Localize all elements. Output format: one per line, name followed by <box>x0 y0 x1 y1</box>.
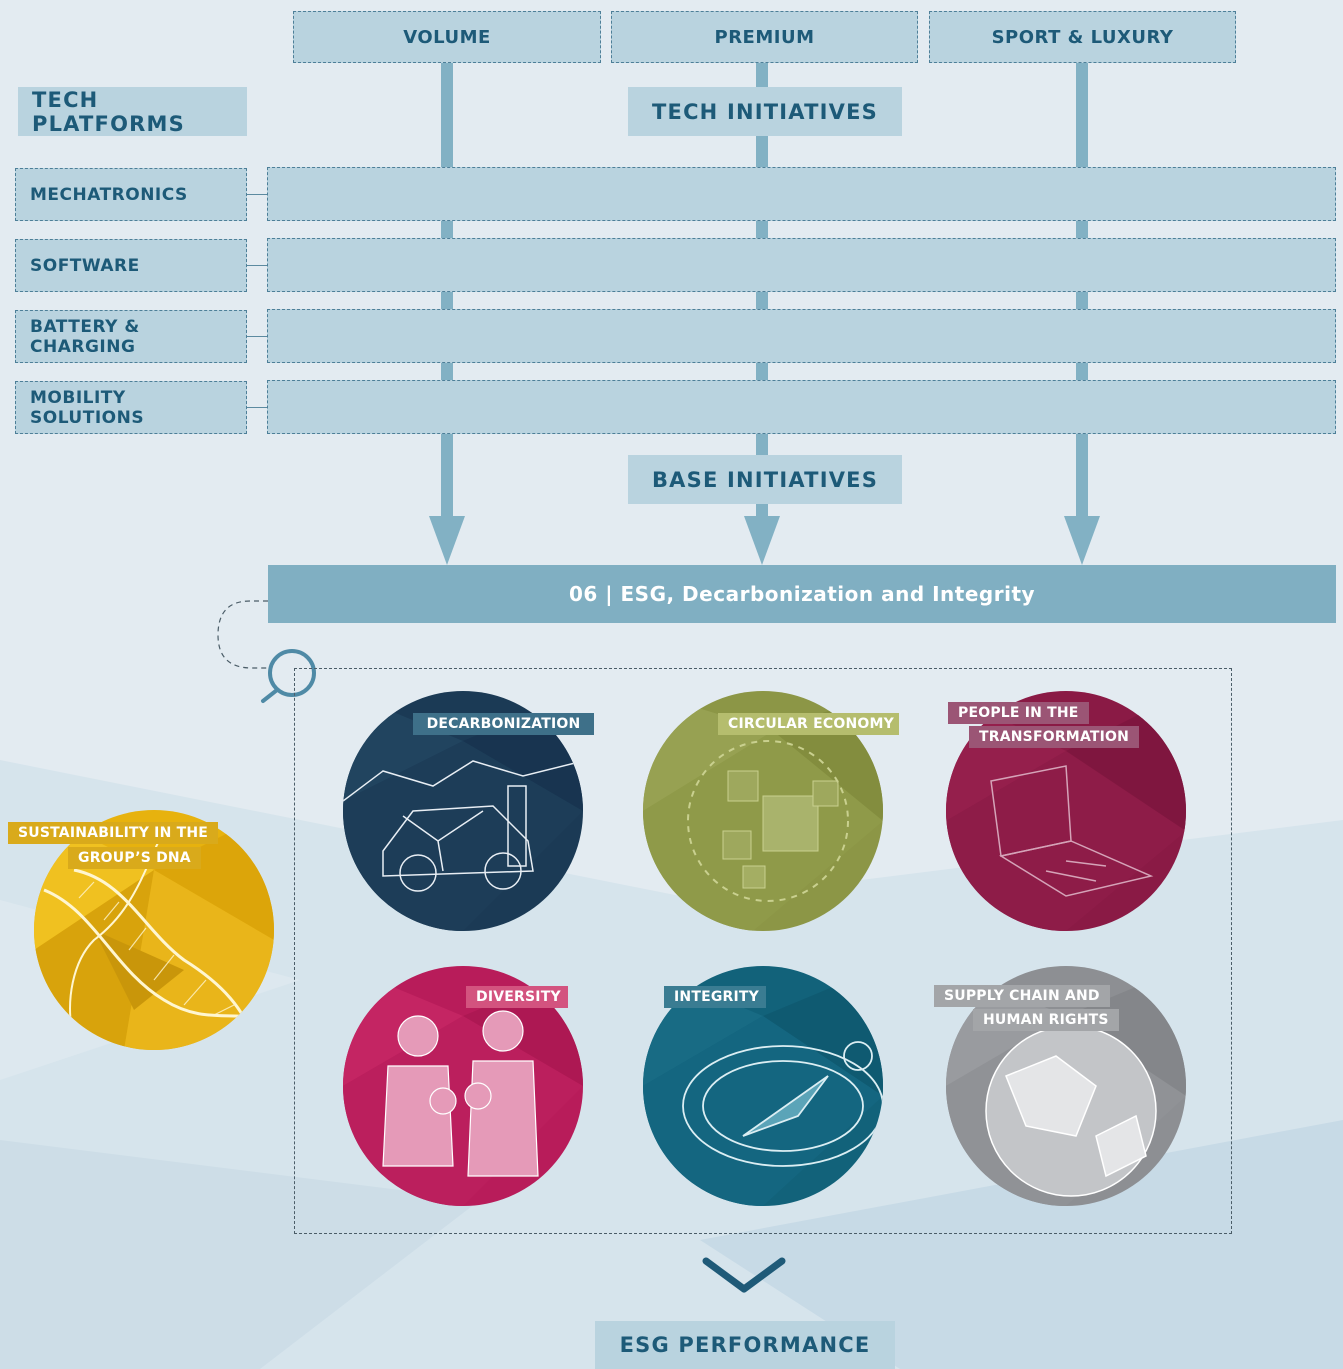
esg-performance-title: ESG PERFORMANCE <box>595 1321 895 1369</box>
dna-label-line1: SUSTAINABILITY IN THE <box>8 822 218 844</box>
platform-battery-charging: BATTERY & CHARGING <box>15 310 247 363</box>
initiative-row-battery <box>267 309 1336 363</box>
circular-economy-label: CIRCULAR ECONOMY <box>718 713 899 735</box>
supply-chain-label-line1: SUPPLY CHAIN AND <box>934 985 1110 1007</box>
segment-premium: PREMIUM <box>611 11 918 63</box>
car-charger-icon <box>343 760 583 892</box>
volume-arrow-line <box>441 62 453 522</box>
platform-mechatronics: MECHATRONICS <box>15 168 247 221</box>
connector <box>247 265 267 266</box>
integrity-label: INTEGRITY <box>664 986 766 1008</box>
platform-mobility-solutions: MOBILITY SOLUTIONS <box>15 381 247 434</box>
decarbonization-label: DECARBONIZATION <box>413 713 594 735</box>
initiative-row-software <box>267 238 1336 292</box>
connector <box>247 407 267 408</box>
people-transformation-label-line1: PEOPLE IN THE <box>948 702 1089 724</box>
tech-platforms-title: TECH PLATFORMS <box>18 87 247 136</box>
people-transformation-label-line2: TRANSFORMATION <box>969 726 1140 748</box>
dna-label-line2: GROUP’S DNA <box>68 847 201 869</box>
dna-circle <box>34 810 274 1050</box>
cubes-icon <box>722 770 839 889</box>
people-icon <box>382 1010 539 1177</box>
platform-software: SOFTWARE <box>15 239 247 292</box>
tech-initiatives-title: TECH INITIATIVES <box>628 87 902 136</box>
initiative-row-mechatronics <box>267 167 1336 221</box>
segment-volume: VOLUME <box>293 11 601 63</box>
sport-arrow-line <box>1076 62 1088 522</box>
base-initiatives-title: BASE INITIATIVES <box>628 455 902 504</box>
segment-sport-luxury: SPORT & LUXURY <box>929 11 1236 63</box>
diversity-label: DIVERSITY <box>466 986 568 1008</box>
laptop-icon <box>990 765 1154 897</box>
connector <box>247 194 267 195</box>
compass-icon <box>682 1041 883 1167</box>
connector <box>247 336 267 337</box>
people-transformation-circle <box>946 691 1186 931</box>
initiative-row-mobility <box>267 380 1336 434</box>
supply-chain-label-line2: HUMAN RIGHTS <box>973 1009 1119 1031</box>
esg-bar: 06 | ESG, Decarbonization and Integrity <box>268 565 1336 623</box>
topics-frame <box>294 668 1232 1234</box>
globe-icon <box>985 1025 1157 1197</box>
